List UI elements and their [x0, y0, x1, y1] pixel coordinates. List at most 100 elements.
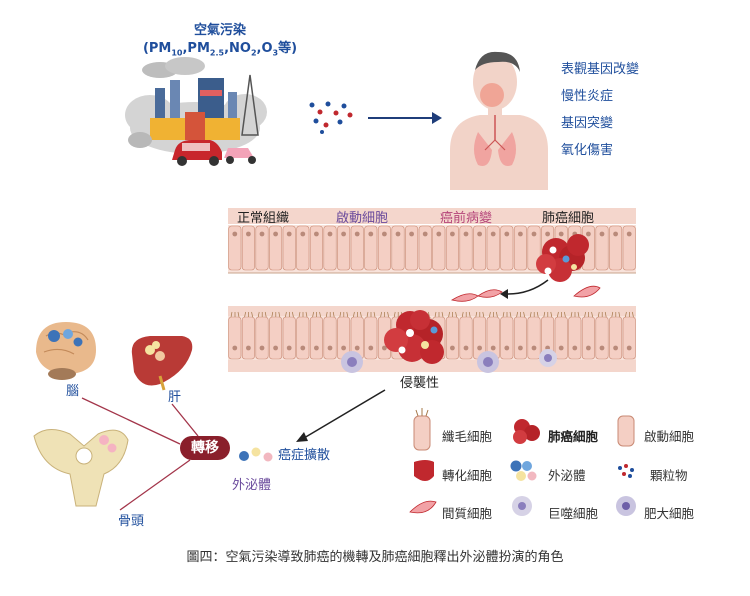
- cell-nucleus: [232, 231, 238, 237]
- epithelial-cell: [568, 316, 582, 360]
- cell-nucleus: [531, 345, 537, 351]
- cell-nucleus: [463, 345, 469, 351]
- cell-nucleus: [626, 231, 632, 237]
- stage-initiated-label: 啟動細胞: [336, 211, 389, 226]
- epithelial-cell: [337, 225, 351, 271]
- epithelial-cell: [377, 225, 391, 271]
- cell-nucleus: [626, 345, 632, 351]
- cell-nucleus: [341, 345, 346, 351]
- cell-nucleus: [436, 231, 442, 237]
- brain-label: 腦: [66, 384, 80, 399]
- stage-precancer-label: 癌前病變: [440, 211, 493, 226]
- cell-nucleus: [518, 231, 523, 237]
- cell-nucleus: [273, 231, 278, 237]
- cilia: [312, 311, 321, 318]
- curved-arrow: [500, 279, 549, 299]
- cilia: [489, 311, 498, 318]
- epithelial-cell: [486, 225, 500, 271]
- epithelial-cell: [405, 225, 419, 271]
- epithelial-cell: [527, 225, 541, 271]
- epithelial-cell: [309, 225, 323, 271]
- cell-nucleus: [259, 345, 265, 351]
- epithelial-cell: [282, 316, 296, 360]
- cilia: [339, 311, 349, 318]
- particles-icon: [309, 101, 353, 134]
- legend-lung-cancer: 肺癌細胞: [548, 429, 599, 444]
- epithelial-cell: [622, 225, 636, 271]
- epithelial-cell: [269, 225, 283, 271]
- legend-exosome: 外泌體: [548, 468, 586, 483]
- cilia: [353, 311, 362, 318]
- bone-label: 骨頭: [118, 514, 145, 529]
- cilia: [516, 311, 525, 318]
- cilia: [244, 311, 253, 318]
- cell-nucleus: [409, 231, 414, 237]
- epithelial-cell: [459, 225, 473, 271]
- cilia: [611, 311, 621, 318]
- epithelial-cell: [296, 225, 310, 271]
- epithelial-cell: [228, 316, 242, 360]
- pollution-title-line1: 空氣污染: [193, 23, 246, 38]
- epithelial-cell: [445, 225, 459, 271]
- epithelial-cell: [432, 225, 446, 271]
- cell-nucleus: [450, 345, 455, 351]
- cell-nucleus: [382, 345, 387, 351]
- cilia: [557, 311, 566, 318]
- immune-cells-bottom: [341, 349, 557, 373]
- cell-nucleus: [259, 231, 265, 237]
- cell-nucleus: [300, 345, 306, 351]
- figure-caption: 圖四：空氣污染導致肺癌的機轉及肺癌細胞釋出外泌體扮演的角色: [186, 550, 564, 565]
- cell-nucleus: [599, 345, 605, 351]
- epithelial-cell: [581, 316, 595, 360]
- cilia: [529, 311, 539, 318]
- cell-nucleus: [368, 231, 374, 237]
- liver-icon: [131, 336, 193, 391]
- effect-item: 氧化傷害: [561, 143, 614, 158]
- epithelial-cell: [527, 316, 541, 360]
- cell-nucleus: [300, 231, 306, 237]
- cell-nucleus: [450, 231, 455, 237]
- cilia: [475, 311, 485, 318]
- effect-item: 慢性炎症: [561, 89, 614, 104]
- effect-item: 基因突變: [561, 116, 614, 131]
- cell-nucleus: [314, 231, 319, 237]
- cell-nucleus: [613, 345, 618, 351]
- invasive-label: 侵襲性: [400, 376, 440, 391]
- cell-nucleus: [545, 231, 550, 237]
- cell-nucleus: [422, 231, 428, 237]
- epithelial-cell: [364, 316, 378, 360]
- epithelial-cell: [323, 225, 337, 271]
- epithelial-cell: [500, 225, 514, 271]
- cell-nucleus: [246, 345, 251, 351]
- cell-nucleus: [586, 345, 591, 351]
- cell-nucleus: [286, 345, 292, 351]
- epithelial-cell: [296, 316, 310, 360]
- cell-nucleus: [463, 231, 469, 237]
- epithelial-cell: [595, 225, 609, 271]
- epithelial-cell: [609, 225, 623, 271]
- cell-nucleus: [232, 345, 238, 351]
- cilia: [298, 311, 308, 318]
- cilia: [366, 311, 376, 318]
- cell-nucleus: [504, 231, 510, 237]
- stage-cancer-label: 肺癌細胞: [542, 211, 595, 226]
- epithelial-cell: [595, 316, 609, 360]
- liver-label: 肝: [168, 390, 182, 405]
- cell-nucleus: [613, 231, 618, 237]
- cell-nucleus: [354, 345, 360, 351]
- cell-nucleus: [273, 345, 278, 351]
- cilia: [448, 311, 457, 318]
- lung-cancer-cluster-top: [536, 234, 589, 282]
- cilia: [230, 311, 240, 318]
- cell-nucleus: [368, 345, 374, 351]
- epithelial-cell: [513, 225, 527, 271]
- epithelial-cell: [445, 316, 459, 360]
- epithelial-cell: [241, 316, 255, 360]
- brain-icon: [36, 322, 96, 380]
- epithelial-cell: [473, 225, 487, 271]
- cilia: [285, 311, 294, 318]
- exosome-label: 外泌體: [232, 478, 272, 493]
- legend-mast: 肥大細胞: [644, 506, 695, 521]
- cell-nucleus: [518, 345, 523, 351]
